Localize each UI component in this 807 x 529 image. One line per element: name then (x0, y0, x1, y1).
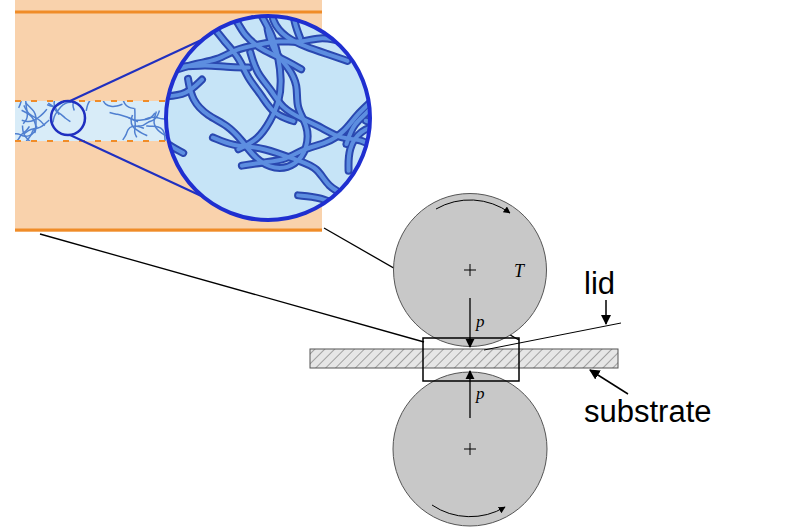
polymer-texture (24, 120, 49, 134)
layer-edge (15, 11, 322, 14)
zoom-view-border (166, 16, 370, 220)
temperature-label: T (514, 262, 524, 280)
roll-shape (394, 194, 547, 347)
polymer-texture (110, 113, 138, 122)
leader-arrow (590, 370, 628, 394)
zoom-circle (51, 101, 85, 135)
pressure-label: p (476, 385, 485, 402)
substrate-strip (310, 349, 618, 368)
polymer-texture (135, 108, 137, 137)
leader-line (40, 234, 424, 342)
polymer-texture (24, 105, 45, 125)
polymer-chain (0, 198, 176, 358)
polymer-chain (175, 6, 458, 70)
pressure-arrow (469, 371, 470, 418)
polymer-chain (89, 0, 293, 121)
polymer-chain (175, 6, 458, 70)
polymer-texture (137, 110, 159, 126)
pressure-label: p (476, 313, 485, 330)
polymer-chain (346, 0, 518, 144)
polymer-chain (294, 0, 403, 38)
polymer-chain (0, 198, 176, 358)
axis-mark (464, 443, 476, 455)
polymer-texture (86, 101, 99, 111)
polymer-chain (213, 121, 406, 203)
lower-roll (393, 372, 547, 526)
layer-edge (15, 229, 322, 232)
leader-arrow (605, 300, 607, 324)
polymer-chain (95, 0, 218, 153)
rotation-arrow (432, 505, 505, 517)
pressure-arrow (469, 298, 470, 347)
polymer-texture (23, 101, 27, 124)
polymer-chain (242, 32, 468, 165)
polymer-chain (346, 0, 518, 144)
polymer-texture (123, 126, 144, 140)
polymer-chain (294, 0, 403, 38)
polymer-texture (146, 126, 165, 141)
lid-sheet (484, 323, 621, 350)
part-name: substrate (584, 396, 712, 427)
axis-mark (464, 264, 476, 276)
polymer-texture (118, 101, 135, 109)
rotation-arrow (436, 200, 510, 213)
detail-frame (423, 338, 519, 381)
part-name: lid (584, 268, 615, 299)
polymer-texture (15, 126, 29, 141)
